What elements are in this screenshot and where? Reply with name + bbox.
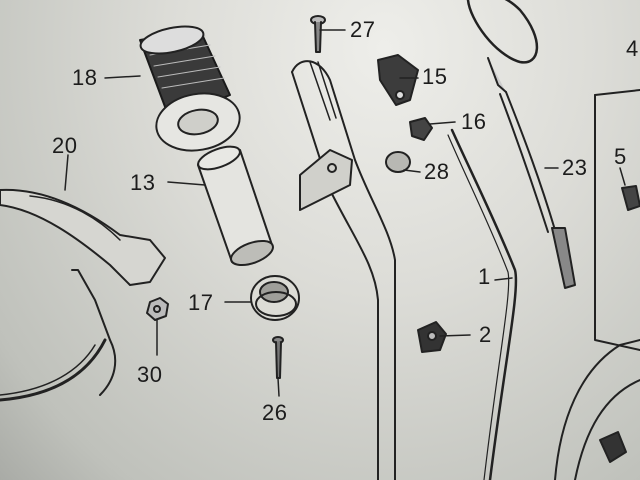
- callout-30: 30: [137, 362, 163, 387]
- mirror-part-23: [466, 0, 576, 289]
- clip-part-16: [409, 117, 433, 141]
- callout-16: 16: [461, 109, 487, 134]
- callout-23: 23: [562, 155, 588, 180]
- callout-27: 27: [350, 17, 376, 42]
- lever-part-20: [0, 188, 166, 402]
- screw-part-26: [272, 336, 284, 379]
- callout-20: 20: [52, 133, 78, 158]
- callout-4: 4: [626, 36, 639, 61]
- handlebar-frame: [291, 60, 396, 480]
- callout-1: 1: [478, 264, 491, 289]
- tube-part-13: [197, 145, 274, 267]
- callout-28: 28: [424, 159, 450, 184]
- collar-part-17: [250, 275, 300, 321]
- callout-13: 13: [130, 170, 156, 195]
- leader-lines: [64, 29, 626, 397]
- grip-part-18: [139, 25, 241, 152]
- nut-part-30: [146, 297, 169, 321]
- callout-17: 17: [188, 290, 214, 315]
- cable-part-1: [447, 128, 518, 480]
- clamp-part-2: [417, 321, 447, 353]
- screw-part-27: [310, 15, 326, 53]
- callout-26: 26: [262, 400, 288, 425]
- right-side-assembly: [554, 89, 640, 480]
- callout-15: 15: [422, 64, 448, 89]
- cap-part-28: [385, 151, 411, 173]
- callout-18: 18: [72, 65, 98, 90]
- callout-5: 5: [614, 144, 627, 169]
- callout-2: 2: [479, 322, 492, 347]
- clamp-part-15: [377, 54, 419, 106]
